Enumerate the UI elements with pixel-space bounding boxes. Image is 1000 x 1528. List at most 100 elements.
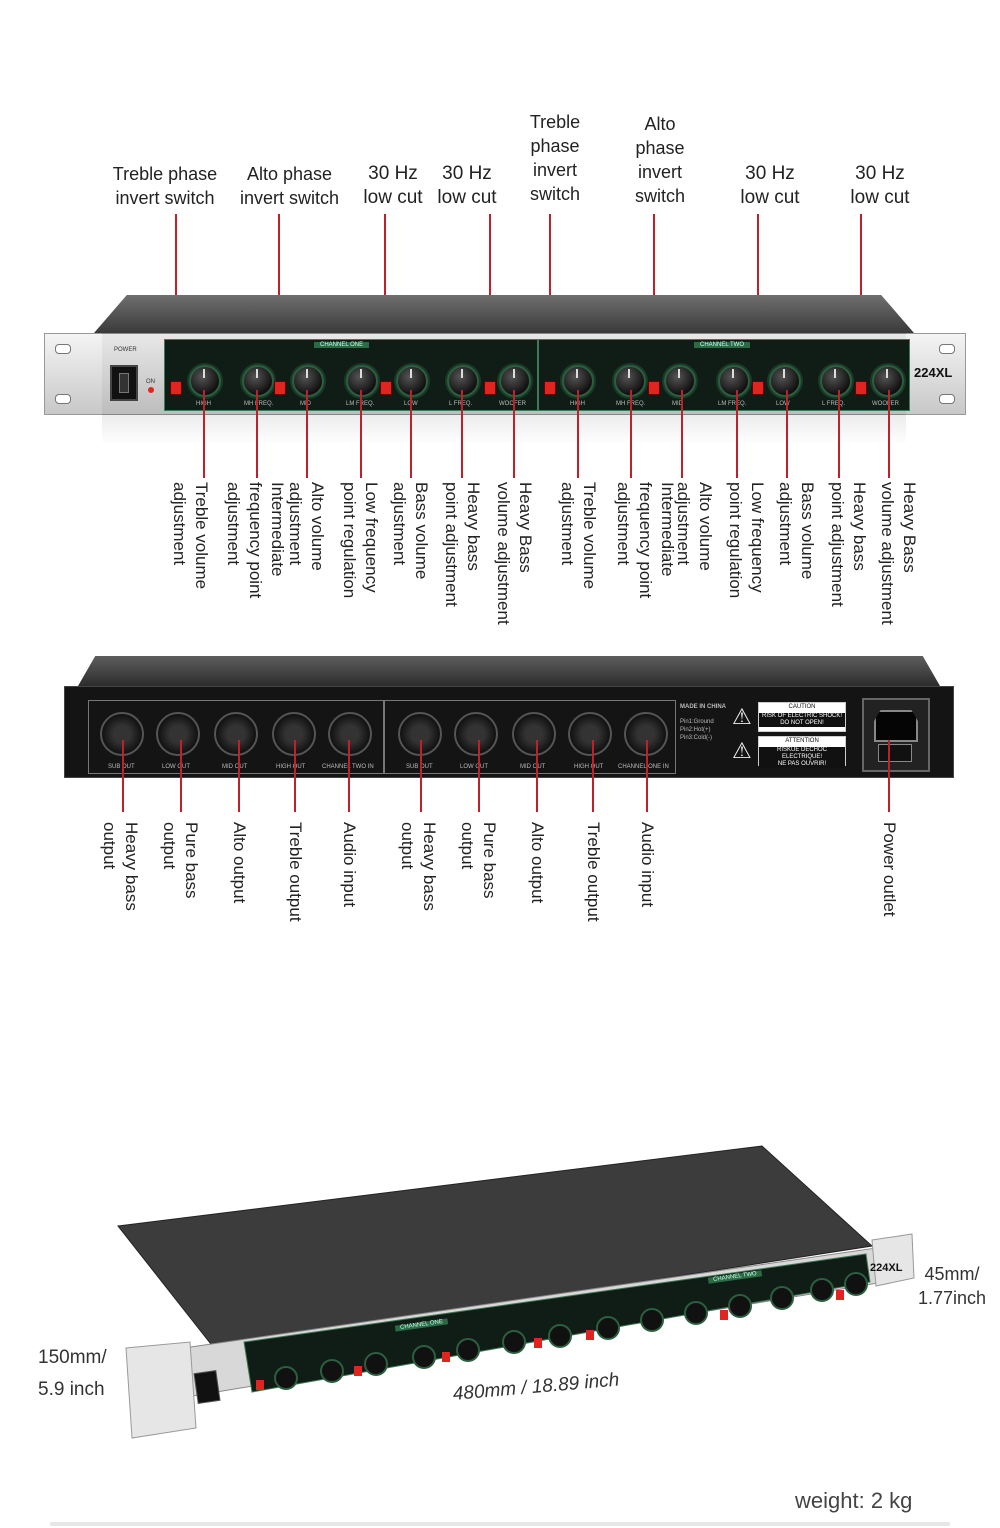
attention-box: ATTENTION RISKUE DECHOC ELECTRIQUE! NE P… — [758, 736, 846, 768]
rear-label: Treble output — [286, 822, 305, 922]
height-dimension: 45mm/ 1.77inch — [918, 1264, 987, 1308]
bottom-label: Treble volume adjustment — [558, 482, 599, 590]
bottom-label: Heavy bass point adjustment — [828, 482, 869, 607]
knob-caption: LOW — [776, 401, 790, 407]
knob — [456, 1338, 480, 1362]
button — [442, 1352, 450, 1362]
leader-line — [420, 740, 422, 812]
channel-two-in-jack[interactable] — [328, 712, 372, 756]
high-knob[interactable] — [189, 365, 221, 397]
leader-line — [888, 390, 890, 478]
knob-caption: L FREQ. — [822, 401, 846, 407]
low-cut-button[interactable] — [855, 381, 867, 395]
knob — [548, 1324, 572, 1348]
bottom-label: Treble volume adjustment — [170, 482, 211, 590]
button — [354, 1366, 362, 1376]
woofer-knob[interactable] — [499, 365, 531, 397]
power-inlet[interactable] — [862, 698, 930, 772]
high-out-jack[interactable] — [568, 712, 612, 756]
low-cut-button[interactable] — [380, 381, 392, 395]
lm-freq-knob[interactable] — [718, 365, 750, 397]
bottom-label: Alto volume adjustment — [674, 482, 715, 571]
iec-socket — [874, 710, 918, 742]
mid-out-jack[interactable] — [512, 712, 556, 756]
phase-invert-button-mid[interactable] — [274, 381, 286, 395]
knob — [844, 1272, 868, 1296]
leader-line — [646, 740, 648, 812]
bottom-label: Bass volume adjustment — [776, 482, 817, 580]
top-label-alto-phase-2: Alto phase invert switch — [634, 114, 685, 206]
rear-label: Pure bass output — [458, 822, 499, 899]
power-switch[interactable] — [110, 365, 138, 401]
bottom-label: Heavy bass point adjustment — [442, 482, 483, 607]
power-switch — [193, 1370, 221, 1404]
button — [720, 1310, 728, 1320]
io-frame-right — [384, 700, 676, 774]
low-cut-button[interactable] — [484, 381, 496, 395]
reflection — [102, 415, 906, 445]
rear-label: Treble output — [584, 822, 603, 922]
jack-caption: LOW OUT — [460, 764, 488, 770]
rear-label: Audio input — [340, 822, 359, 908]
mid-knob[interactable] — [664, 365, 696, 397]
rear-label: Heavy bass output — [398, 822, 439, 911]
top-cover — [94, 295, 914, 333]
power-label: POWER — [114, 347, 137, 353]
caution-text: RISK OF ELECTRIC SHOCK! DO NOT OPEN! — [759, 713, 845, 727]
knob-caption: LM FREQ. — [718, 401, 747, 407]
leader-line — [536, 740, 538, 812]
leader-line — [478, 740, 480, 812]
phase-invert-button-high[interactable] — [170, 381, 182, 395]
mh-freq-knob[interactable] — [242, 365, 274, 397]
button — [534, 1338, 542, 1348]
channel-two-title: CHANNEL TWO — [694, 342, 751, 348]
low-cut-button[interactable] — [752, 381, 764, 395]
button — [836, 1290, 844, 1300]
phase-invert-button-high[interactable] — [544, 381, 556, 395]
jack-caption: SUB OUT — [406, 764, 433, 770]
rear-label: Alto output — [230, 822, 249, 904]
rack-ear-right — [904, 333, 966, 415]
leader-line — [736, 390, 738, 478]
l-freq-knob[interactable] — [447, 365, 479, 397]
leader-line — [360, 390, 362, 478]
lm-freq-knob[interactable] — [346, 365, 378, 397]
jack-caption: MID OUT — [222, 764, 248, 770]
jack-caption: MID OUT — [520, 764, 546, 770]
low-out-jack[interactable] — [454, 712, 498, 756]
knob-caption: L FREQ. — [449, 401, 473, 407]
weight-label: weight: 2 kg — [795, 1488, 913, 1513]
jack-caption: SUB OUT — [108, 764, 135, 770]
phase-invert-button-mid[interactable] — [648, 381, 660, 395]
bottom-label: Intermediate frequency point adjustment — [614, 482, 677, 599]
top-label-treble-phase-1: Treble phase invert switch — [112, 164, 218, 208]
knob-caption: WOOFER — [872, 401, 899, 407]
top-label-alto-phase-1: Alto phase invert switch — [239, 164, 340, 208]
io-frame-left — [88, 700, 384, 774]
front-rack-unit: POWER ON CHANNEL ONE CHANNEL TWO 224XL — [44, 295, 966, 415]
rear-label: Heavy bass output — [100, 822, 141, 911]
low-knob[interactable] — [396, 365, 428, 397]
low-knob[interactable] — [769, 365, 801, 397]
mount-slot — [939, 344, 955, 354]
rack-ear-right — [871, 1233, 915, 1287]
leader-line — [410, 390, 412, 478]
rear-label: Audio input — [638, 822, 657, 908]
top-label-treble-phase-2: Treble phase invert switch — [529, 112, 581, 204]
l-freq-knob[interactable] — [820, 365, 852, 397]
leader-line — [294, 740, 296, 812]
channel-one-title: CHANNEL ONE — [314, 342, 370, 348]
perspective-unit — [117, 1145, 915, 1439]
jack-caption: LOW OUT — [162, 764, 190, 770]
leader-line — [577, 390, 579, 478]
mid-out-jack[interactable] — [214, 712, 258, 756]
knob-caption: MH FREQ. — [244, 401, 274, 407]
knob — [810, 1278, 834, 1302]
bottom-label: Heavy Bass volume adjustment — [494, 482, 535, 625]
leader-line — [238, 740, 240, 812]
knob — [728, 1294, 752, 1318]
low-out-jack[interactable] — [156, 712, 200, 756]
mid-knob[interactable] — [292, 365, 324, 397]
leader-line — [203, 390, 205, 478]
top-label-lowcut-1b: 30 Hz low cut — [437, 163, 497, 208]
